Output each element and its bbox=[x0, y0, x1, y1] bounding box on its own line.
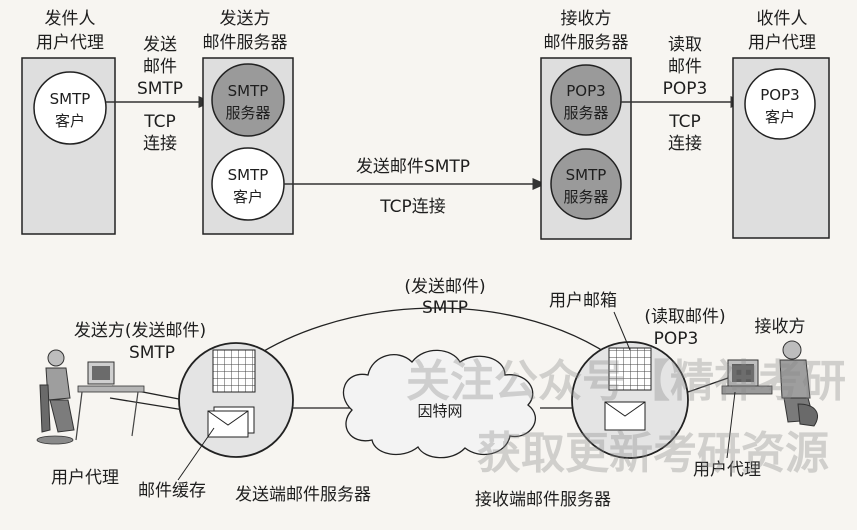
smtp-arc bbox=[235, 307, 631, 371]
receiver-label: 接收方 bbox=[755, 317, 806, 337]
send-link-text-5: 连接 bbox=[143, 134, 177, 154]
mailbox-grid-icon bbox=[212, 349, 256, 393]
smtp-server-2-sublabel: 服务器 bbox=[563, 188, 608, 206]
send-mail-protocol-label: SMTP bbox=[422, 298, 468, 318]
user-agent-pointer-line bbox=[726, 391, 736, 459]
user-agent-left-label: 用户代理 bbox=[51, 468, 119, 488]
send-link-text-3: SMTP bbox=[137, 79, 183, 99]
sender-user-agent: 发件人 用户代理 SMTP 客户 bbox=[21, 9, 116, 235]
receiving-mail-server: 接收方 邮件服务器 POP3 服务器 SMTP 服务器 bbox=[540, 9, 632, 240]
receiver-user-agent: 收件人 用户代理 POP3 客户 bbox=[732, 9, 830, 239]
user-mailbox-label: 用户邮箱 bbox=[549, 291, 617, 311]
smtp-client-sublabel: 客户 bbox=[55, 112, 85, 130]
read-link-text-2: 邮件 bbox=[668, 57, 702, 77]
relay-link-text-2: TCP连接 bbox=[379, 197, 446, 217]
watermark-line-2: 获取更新考研资源 bbox=[477, 428, 829, 479]
sender-to-server-line-2 bbox=[109, 397, 185, 411]
recv-server-title: 接收方 bbox=[561, 9, 612, 29]
mail-cache-pointer-line bbox=[177, 427, 215, 481]
pop3-server-label: POP3 bbox=[566, 82, 605, 100]
envelope-icon bbox=[207, 410, 249, 426]
read-mail-label: (读取邮件) bbox=[644, 307, 725, 327]
recv-server-label: 接收端邮件服务器 bbox=[475, 490, 611, 510]
send-server-title: 发送方 bbox=[220, 9, 271, 29]
send-link-text-4: TCP bbox=[143, 112, 176, 132]
pop3-client-label: POP3 bbox=[760, 86, 799, 104]
send-server-subtitle: 邮件服务器 bbox=[203, 33, 288, 53]
smtp-server-node bbox=[211, 63, 285, 137]
send-mail-label: (发送邮件) bbox=[404, 277, 485, 297]
smtp-client-2-sublabel: 客户 bbox=[233, 188, 263, 206]
smtp-client-node-2 bbox=[211, 147, 285, 221]
pop3-server-node bbox=[550, 64, 622, 136]
receiving-server-circle bbox=[571, 341, 689, 459]
smtp-client-label: SMTP bbox=[50, 90, 91, 108]
internet-cloud-icon bbox=[342, 349, 536, 459]
recv-server-subtitle: 邮件服务器 bbox=[544, 33, 629, 53]
internet-label: 因特网 bbox=[417, 402, 462, 420]
receiver-user-figure bbox=[721, 340, 818, 427]
smtp-server-2-label: SMTP bbox=[566, 166, 607, 184]
recv-agent-subtitle: 用户代理 bbox=[748, 33, 816, 53]
read-link-text-3: POP3 bbox=[663, 79, 708, 99]
sender-label: 发送方(发送邮件) bbox=[74, 321, 206, 341]
mailbox-pointer-line bbox=[613, 311, 631, 351]
smtp-server-label: SMTP bbox=[228, 82, 269, 100]
smtp-client-2-label: SMTP bbox=[228, 166, 269, 184]
pop3-server-sublabel: 服务器 bbox=[563, 104, 608, 122]
user-mailbox-grid-icon bbox=[608, 347, 652, 391]
read-link-labels: 读取 邮件 POP3 TCP 连接 bbox=[663, 35, 708, 154]
mail-cache-label: 邮件缓存 bbox=[138, 481, 206, 501]
read-mail-protocol-label: POP3 bbox=[654, 329, 699, 349]
sender-user-figure bbox=[36, 349, 145, 445]
sender-agent-title: 发件人 bbox=[45, 9, 96, 29]
send-server-label: 发送端邮件服务器 bbox=[235, 485, 371, 505]
sender-protocol-label: SMTP bbox=[129, 343, 175, 363]
relay-link-text-1: 发送邮件SMTP bbox=[356, 157, 470, 177]
send-link-text-1: 发送 bbox=[143, 35, 177, 55]
user-agent-right-label: 用户代理 bbox=[693, 460, 761, 480]
smtp-server-sublabel: 服务器 bbox=[225, 104, 270, 122]
pop3-client-sublabel: 客户 bbox=[765, 108, 795, 126]
read-link-text-4: TCP bbox=[668, 112, 701, 132]
smtp-server-node-2 bbox=[550, 148, 622, 220]
watermark-line-1: 关注公众号【精神考研 bbox=[406, 356, 846, 407]
pop3-client-node bbox=[744, 68, 816, 140]
user-head-icon bbox=[47, 349, 65, 367]
server-to-receiver-line bbox=[687, 377, 729, 393]
send-link-text-2: 邮件 bbox=[143, 57, 177, 77]
smtp-client-node bbox=[33, 71, 107, 145]
send-link-labels: 发送 邮件 SMTP TCP 连接 bbox=[137, 35, 183, 154]
recv-agent-title: 收件人 bbox=[757, 9, 808, 29]
read-link-text-5: 连接 bbox=[668, 134, 702, 154]
user-head-icon-2 bbox=[782, 340, 802, 360]
read-link-text-1: 读取 bbox=[668, 35, 702, 55]
sending-server-circle bbox=[178, 342, 294, 458]
sending-mail-server: 发送方 邮件服务器 SMTP 服务器 SMTP 客户 bbox=[202, 9, 294, 235]
sender-agent-subtitle: 用户代理 bbox=[36, 33, 104, 53]
